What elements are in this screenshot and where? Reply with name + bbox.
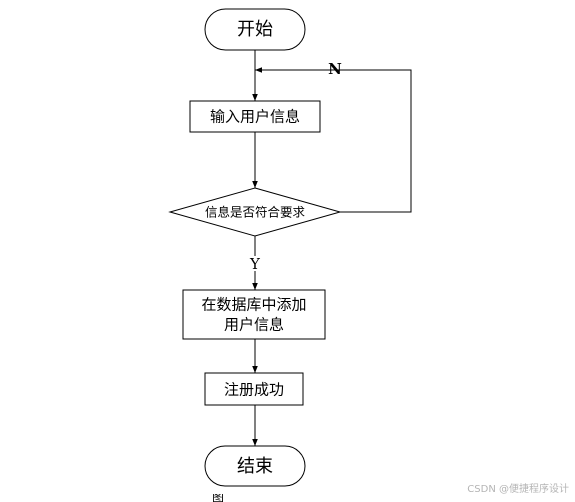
edge-label-no: N (328, 60, 342, 78)
decision-node: 信息是否符合要求 (168, 187, 342, 237)
edge-label-yes: Y (249, 255, 261, 273)
input-user-info-label: 输入用户信息 (210, 108, 300, 126)
decision-label: 信息是否符合要求 (205, 205, 306, 220)
figure-caption-text: 图 (212, 494, 225, 502)
register-success-node: 注册成功 (204, 372, 304, 406)
db-add-label-line2: 用户信息 (224, 316, 284, 334)
start-node: 开始 (204, 8, 306, 51)
input-user-info-node: 输入用户信息 (189, 100, 321, 133)
start-label: 开始 (237, 19, 273, 40)
register-success-label: 注册成功 (224, 381, 284, 399)
csdn-watermark: CSDN @便捷程序设计 (467, 484, 569, 495)
db-add-label-line1: 在数据库中添加 (201, 296, 306, 314)
edge-decision-no-loop (255, 67, 412, 213)
end-label: 结束 (237, 456, 273, 477)
db-add-user-node: 在数据库中添加 用户信息 (182, 289, 326, 340)
figure-caption-fragment: 图 (212, 494, 384, 502)
end-node: 结束 (204, 445, 306, 487)
